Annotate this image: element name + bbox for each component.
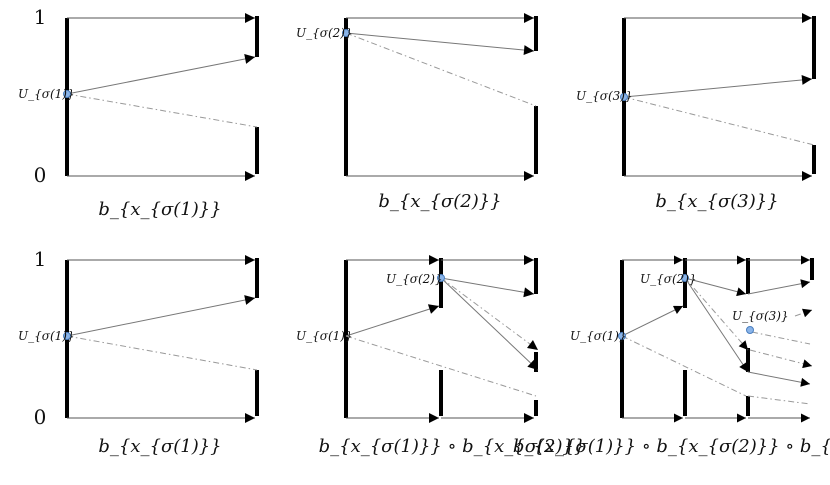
map-line-dashed [621, 335, 747, 397]
tick-label-top: 1 [34, 5, 47, 29]
map-arrow [66, 295, 256, 337]
map-line-dashed [66, 335, 258, 371]
u-label: U_{σ(2)} [296, 26, 353, 40]
map-arrow [345, 304, 440, 337]
u-point [63, 332, 71, 340]
panel-caption: b_{x_{σ(1)}} [98, 199, 221, 220]
u-label: U_{σ(3)} [732, 309, 789, 323]
u-label: U_{σ(3)} [576, 89, 633, 103]
panel-caption: b_{x_{σ(1)}} ∘ b_{x_{σ(2)}} ∘ b_{x_{σ(3)… [513, 436, 830, 457]
panel-caption: b_{x_{σ(3)}} [655, 191, 778, 212]
map-arrow [747, 279, 811, 295]
u-point [437, 274, 445, 282]
map-arrow [747, 371, 811, 387]
map-line-dashed [345, 335, 537, 397]
panel-caption: b_{x_{σ(1)}} [98, 436, 221, 457]
u-label: U_{σ(2)} [386, 272, 443, 286]
map-arrow-dashed [794, 308, 813, 318]
panel-caption: b_{x_{σ(2)}} [378, 191, 501, 212]
u-point [618, 332, 626, 340]
map-arrow [621, 305, 684, 337]
map-arrow-dashed [684, 277, 749, 351]
map-arrow [684, 277, 749, 373]
map-arrow [440, 277, 535, 298]
u-label: U_{σ(2)} [640, 272, 697, 286]
map-line-dashed [345, 32, 537, 107]
u-point [746, 326, 754, 334]
panel-caption: b_{x_{σ(1)}} ∘ b_{x_{σ(2)}} [319, 436, 586, 457]
map-line-dashed [751, 331, 811, 345]
u-point [681, 274, 689, 282]
u-label: U_{σ(1)} [296, 329, 353, 343]
map-line-dashed [623, 96, 815, 146]
u-point [63, 90, 71, 98]
map-arrow-dashed [749, 349, 813, 369]
map-line-dashed [66, 93, 258, 128]
map-arrow [623, 74, 813, 98]
map-arrow [66, 54, 256, 95]
map-arrow-dashed [440, 277, 539, 351]
tick-label-bottom: 0 [34, 405, 47, 429]
u-label: U_{σ(1)} [18, 329, 75, 343]
map-arrow [345, 32, 535, 56]
u-point [620, 93, 628, 101]
map-line-dashed [747, 395, 811, 405]
map-arrow [440, 277, 539, 371]
u-point [342, 29, 350, 37]
u-label: U_{σ(1)} [570, 329, 627, 343]
tick-label-top: 1 [34, 247, 47, 271]
tick-label-bottom: 0 [34, 163, 47, 187]
map-arrow [684, 277, 747, 297]
u-label: U_{σ(1)} [18, 87, 75, 101]
